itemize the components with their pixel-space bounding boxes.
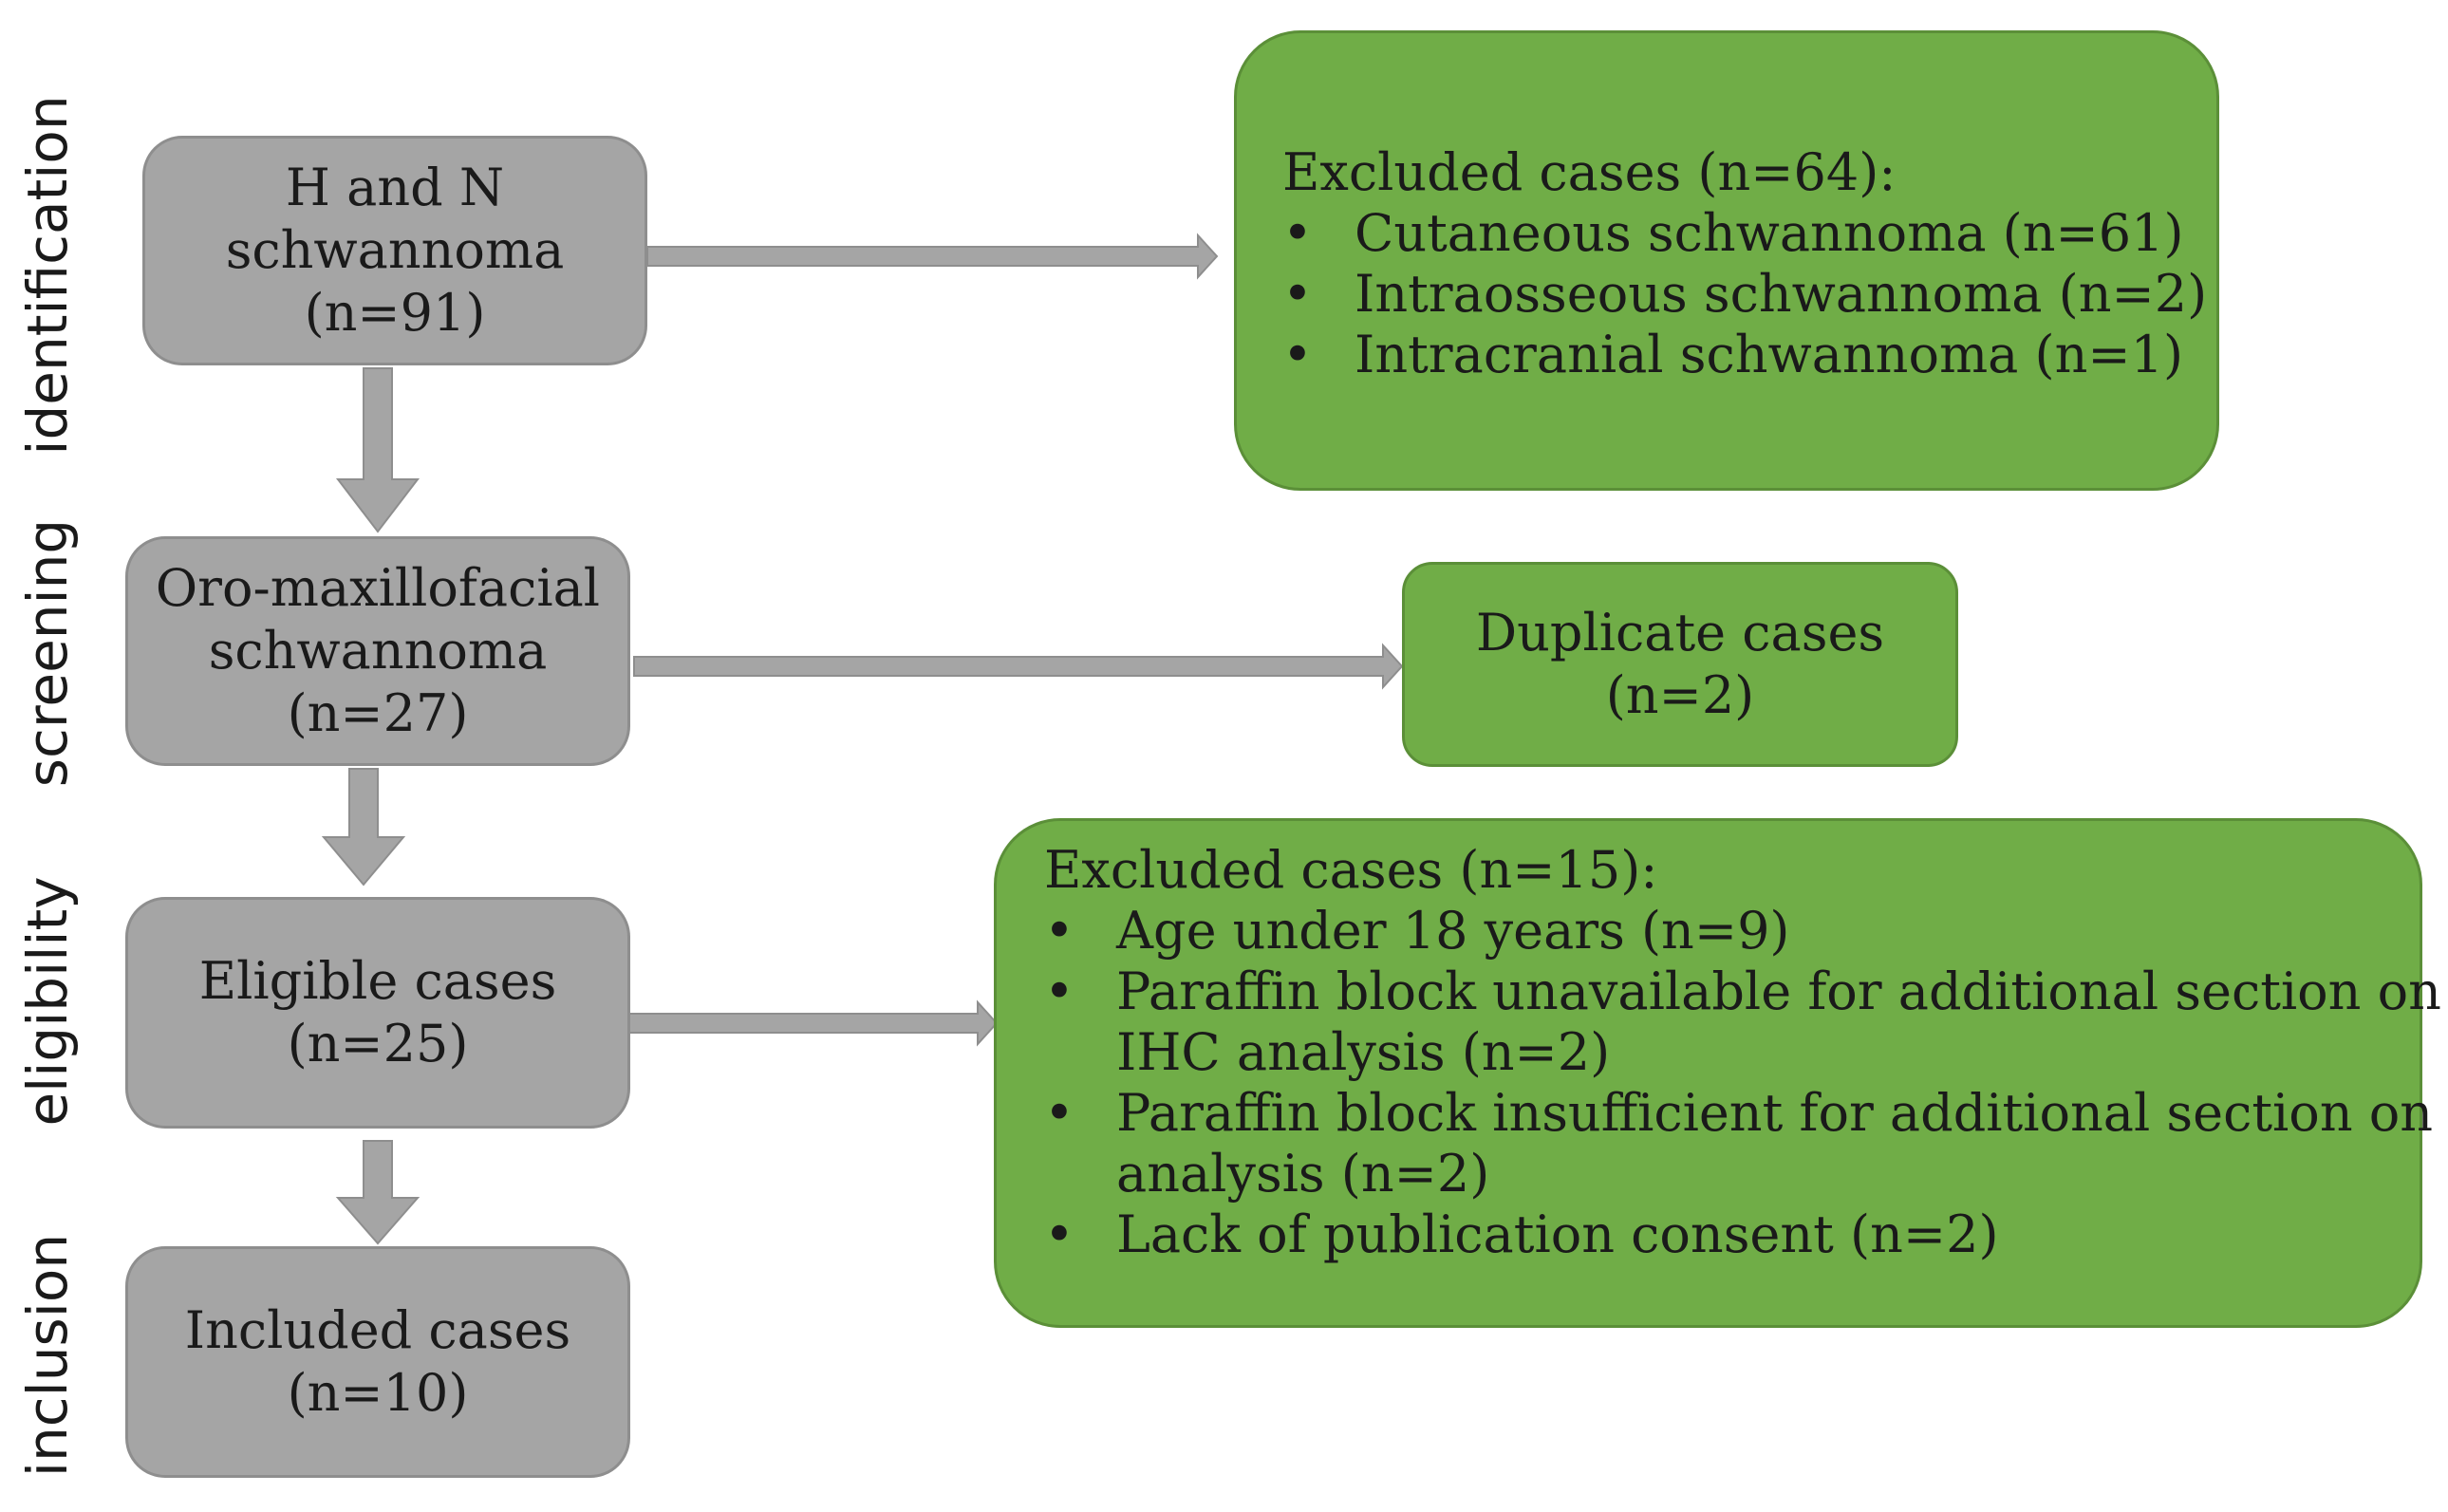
arrow-eligibility-to-inclusion [335,1140,420,1245]
list-item: • Lack of publication consent (n=2) [1044,1204,1999,1265]
bullet-symbol: • [1282,325,1313,384]
box-line: Eligible cases [198,951,557,1011]
stage-label-eligibility: eligibility [15,876,80,1127]
bullet-symbol: • [1044,961,1075,1021]
box-line: (n=10) [287,1363,469,1423]
stage-label-inclusion: inclusion [15,1233,80,1478]
bullet-symbol: • [1044,1204,1075,1264]
list-item-text: Age under 18 years (n=9) [1116,901,1790,961]
list-item: • Paraffin block unavailable for additio… [1044,961,2441,1022]
list-item: • Intracranial schwannoma (n=1) [1282,325,2183,385]
bullet-symbol: • [1044,1083,1075,1143]
box-duplicate-cases: Duplicate cases (n=2) [1402,562,1958,767]
box-hn-schwannoma: H and N schwannoma (n=91) [142,136,647,365]
box-line: (n=27) [287,683,469,743]
list-item-text: Paraffin block unavailable for additiona… [1116,961,2441,1021]
excluded-heading: Excluded cases (n=64): [1282,142,1897,202]
list-item-text: Lack of publication consent (n=2) [1116,1204,1999,1264]
bullet-symbol: • [1282,203,1313,263]
excluded-heading: Excluded cases (n=15): [1044,840,1658,900]
list-item: • Intraosseous schwannoma (n=2) [1282,264,2207,325]
list-item-text: Intracranial schwannoma (n=1) [1355,325,2184,384]
bullet-symbol: • [1282,264,1313,324]
box-line: Duplicate cases [1475,603,1885,663]
arrow-screening-to-duplicates [633,643,1404,690]
list-item-continuation: analysis (n=2) [1116,1144,1490,1204]
box-line: Oro-maxillofacial [155,558,601,618]
list-item-text: Cutaneous schwannoma (n=61) [1355,203,2184,263]
box-excluded-eligibility: Excluded cases (n=15): • Age under 18 ye… [994,818,2448,1328]
stage-label-screening: screening [15,518,80,788]
list-item-text: Paraffin block insufficient for addition… [1116,1083,2448,1143]
list-item: • Age under 18 years (n=9) [1044,901,1790,961]
box-line: schwannoma [225,220,565,280]
box-line: Included cases [184,1300,571,1360]
arrow-screening-to-eligibility [321,768,406,887]
list-item-continuation: IHC analysis (n=2) [1116,1022,1611,1082]
box-oro-maxillofacial-schwannoma: Oro-maxillofacial schwannoma (n=27) [125,536,630,766]
box-eligible-cases: Eligible cases (n=25) [125,897,630,1129]
box-line: (n=2) [1605,665,1755,725]
list-item-text: Intraosseous schwannoma (n=2) [1355,264,2208,324]
list-item: • Cutaneous schwannoma (n=61) [1282,203,2184,264]
bullet-symbol: • [1044,901,1075,961]
box-line: (n=25) [287,1014,469,1073]
list-item: • Paraffin block insufficient for additi… [1044,1083,2448,1144]
box-line: schwannoma [208,621,548,681]
box-excluded-identification: Excluded cases (n=64): • Cutaneous schwa… [1234,30,2219,491]
arrow-identification-to-screening [335,367,420,533]
box-line: (n=91) [304,283,486,343]
stage-label-identification: identification [15,95,80,456]
box-line: H and N [285,158,505,217]
box-included-cases: Included cases (n=10) [125,1246,630,1478]
arrow-eligibility-to-excluded [628,999,999,1047]
arrow-identification-to-excluded [646,233,1219,280]
